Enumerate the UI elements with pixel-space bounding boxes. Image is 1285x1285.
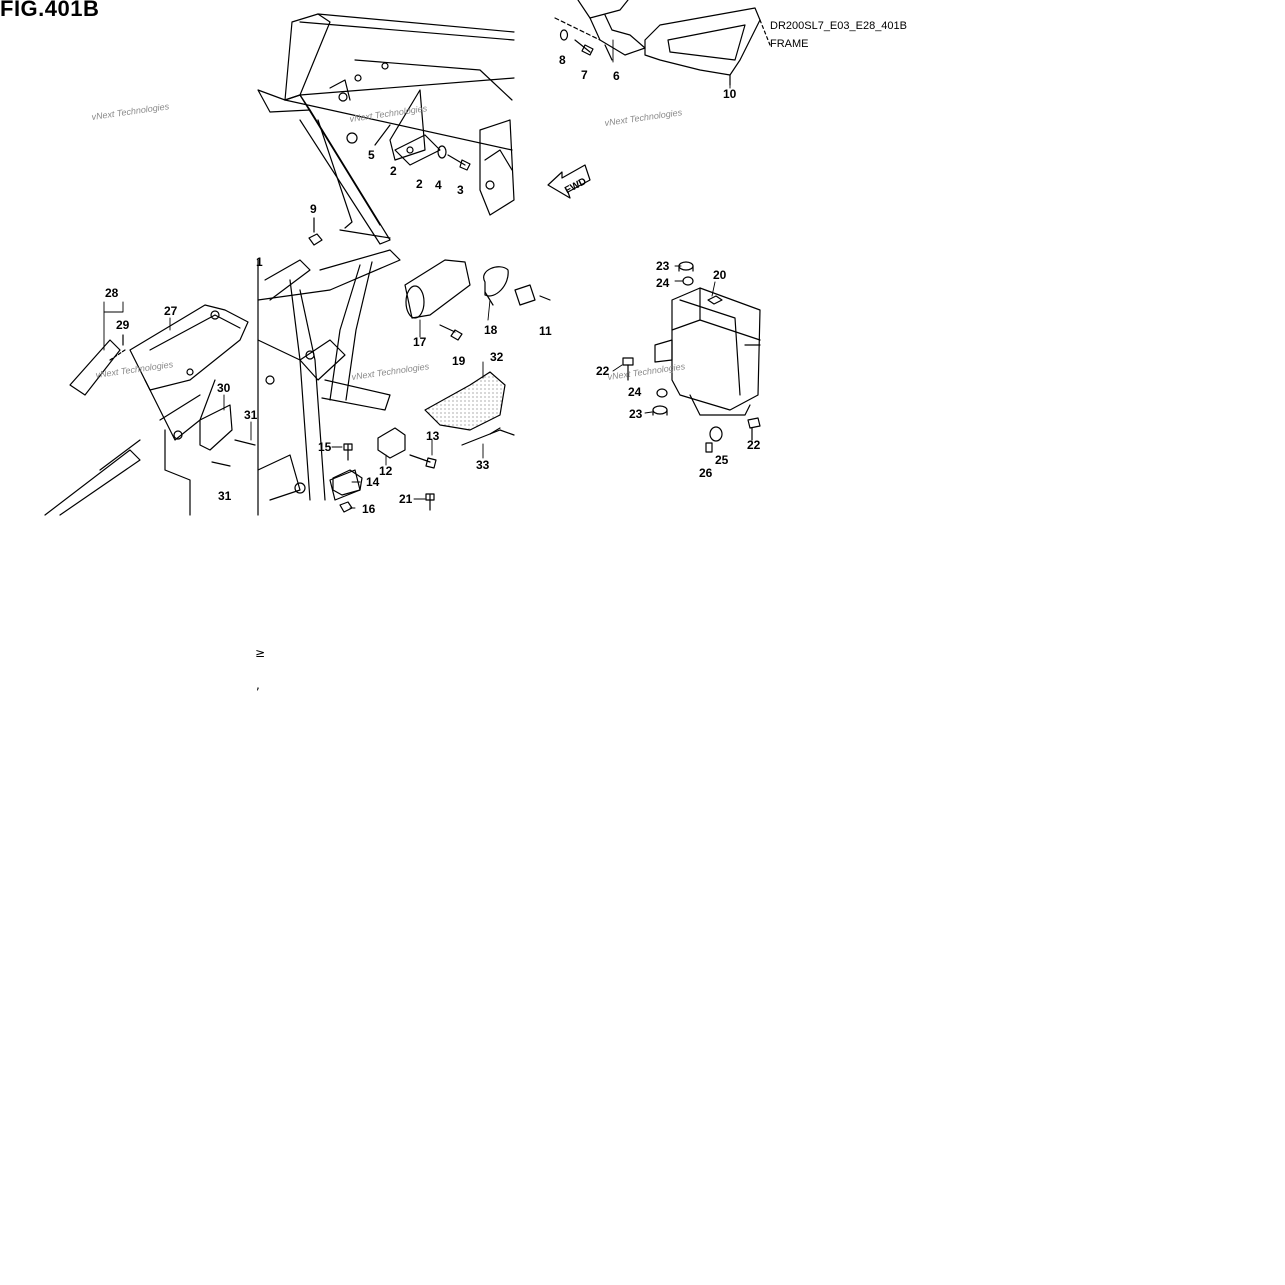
bracket-parts [374, 124, 471, 171]
callout-30: 30 [217, 381, 231, 395]
callout-3: 3 [457, 183, 464, 197]
callout-4: 4 [435, 178, 442, 192]
callout-26: 26 [699, 466, 713, 480]
stray-mark-2: , [256, 678, 260, 692]
cover-parts [404, 259, 551, 341]
watermarks: vNext Technologies vNext Technologies vN… [91, 101, 686, 382]
callout-27: 27 [164, 304, 178, 318]
brace-parts [554, 0, 771, 86]
fwd-arrow [547, 164, 591, 199]
callout-17: 17 [413, 335, 427, 349]
rear-frame-drawing [44, 304, 256, 516]
callout-29: 29 [116, 318, 130, 332]
callout-21: 21 [399, 492, 413, 506]
callout-24a: 24 [656, 276, 670, 290]
callout-19: 19 [452, 354, 466, 368]
callout-15: 15 [318, 440, 332, 454]
callout-2b: 2 [416, 177, 423, 191]
watermark-3: vNext Technologies [604, 107, 683, 128]
callout-1: 1 [256, 255, 263, 269]
damper-parts [332, 427, 437, 513]
callout-14: 14 [366, 475, 380, 489]
callout-2a: 2 [390, 164, 397, 178]
callout-28: 28 [105, 286, 119, 300]
callout-18: 18 [484, 323, 498, 337]
callout-16: 16 [362, 502, 376, 516]
callout-7: 7 [581, 68, 588, 82]
callout-32: 32 [490, 350, 504, 364]
callout-5: 5 [368, 148, 375, 162]
callout-22a: 22 [596, 364, 610, 378]
main-frame-drawing [257, 13, 515, 245]
watermark-1: vNext Technologies [91, 101, 170, 122]
watermark-5: vNext Technologies [351, 361, 430, 382]
watermark-2: vNext Technologies [349, 103, 428, 124]
lower-frame-drawing [257, 249, 401, 516]
callout-12: 12 [379, 464, 393, 478]
callout-8: 8 [559, 53, 566, 67]
watermark-4: vNext Technologies [95, 359, 174, 380]
model-code: DR200SL7_E03_E28_401B [770, 20, 908, 32]
callout-23a: 23 [656, 259, 670, 273]
callout-6: 6 [613, 69, 620, 83]
callout-20: 20 [713, 268, 727, 282]
nut-9-drawing [308, 217, 323, 246]
leader-lines [103, 39, 731, 509]
stray-mark-1: ≥ [255, 646, 266, 660]
callout-23b: 23 [629, 407, 643, 421]
callout-31b: 31 [218, 489, 232, 503]
callout-22b: 22 [747, 438, 761, 452]
callout-11: 11 [539, 324, 552, 338]
callout-25: 25 [715, 453, 729, 467]
battery-box-drawing [622, 261, 761, 453]
section-label: FRAME [770, 38, 809, 50]
callout-24b: 24 [628, 385, 642, 399]
callout-31a: 31 [244, 408, 258, 422]
callout-9: 9 [310, 202, 317, 216]
callout-10: 10 [723, 87, 737, 101]
callout-13: 13 [426, 429, 440, 443]
figure-title: FIG.401B [0, 0, 100, 21]
callout-33: 33 [476, 458, 490, 472]
plate-parts [424, 371, 515, 446]
callout-numbers: 1 2 2 3 4 5 6 7 8 9 10 11 12 13 14 15 16… [105, 53, 761, 516]
watermark-6: vNext Technologies [607, 361, 686, 382]
